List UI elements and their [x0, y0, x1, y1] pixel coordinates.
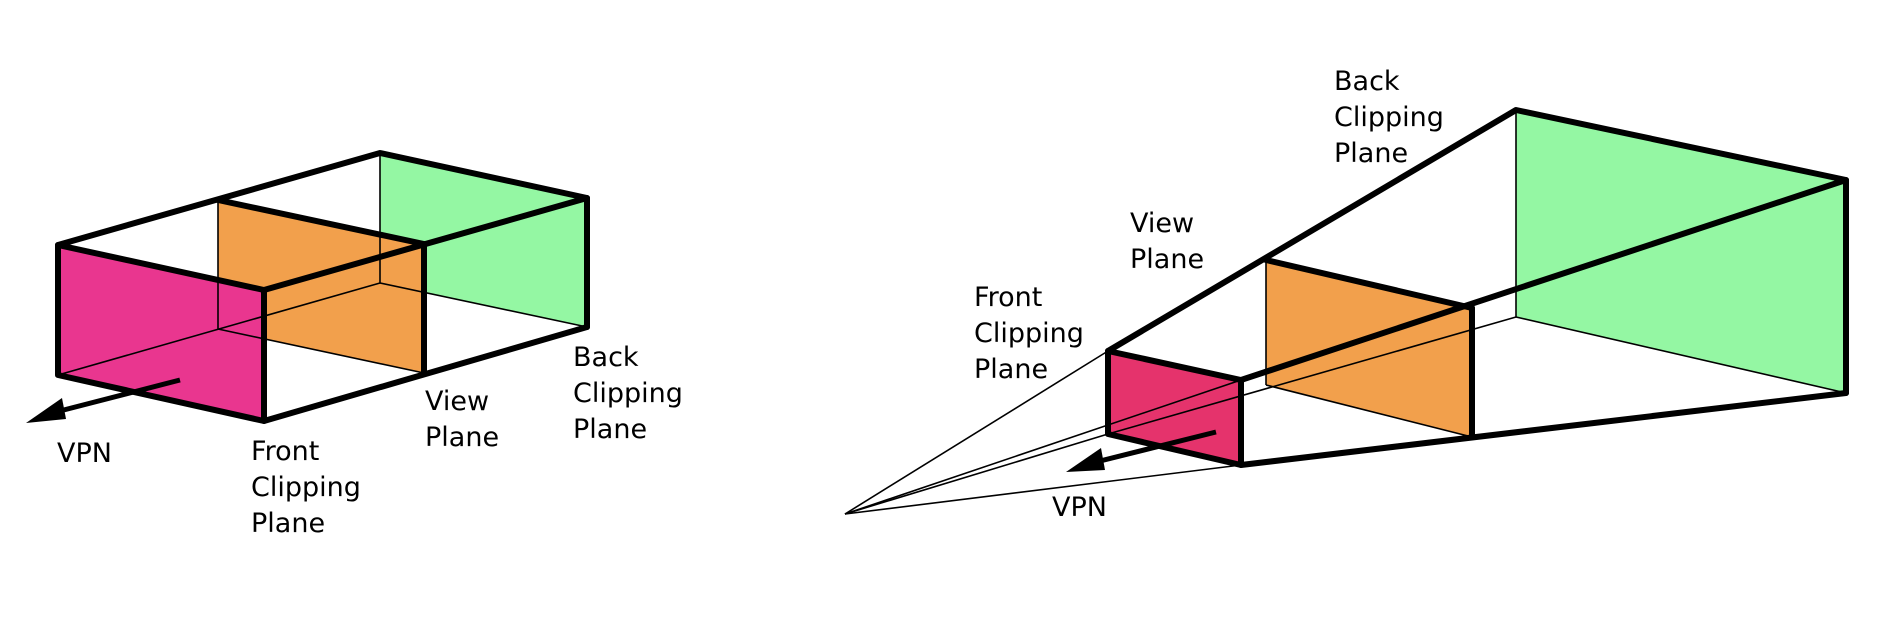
- parallel-vpn-label: VPN: [57, 438, 112, 469]
- perspective-view-plane: [1266, 260, 1472, 437]
- perspective-projector-line: [844, 379, 1242, 515]
- parallel-vpn-arrow-shaft: [51, 377, 181, 416]
- perspective-back-label: Back Clipping Plane: [1334, 66, 1452, 169]
- parallel-front-clipping-plane: [58, 245, 264, 421]
- perspective-vpn-label: VPN: [1052, 492, 1107, 523]
- perspective-vpn-arrow-shaft: [1091, 429, 1217, 466]
- perspective-vpn-arrowhead: [1066, 448, 1105, 472]
- perspective-bottom-edge: [1238, 390, 1849, 468]
- perspective-view-volume: VPN Front Clipping Plane View Plane Back…: [844, 66, 1849, 523]
- perspective-back-clipping-plane: [1516, 110, 1846, 393]
- parallel-front-label: Front Clipping Plane: [251, 436, 369, 539]
- parallel-hidden-edge: [379, 282, 588, 328]
- parallel-view-volume: VPN Front Clipping Plane View Plane Back…: [26, 150, 691, 539]
- parallel-view-plane: [218, 200, 424, 373]
- perspective-hidden-edge: [1515, 316, 1847, 394]
- parallel-view-label: View Plane: [425, 386, 499, 453]
- parallel-back-clipping-plane: [380, 153, 587, 327]
- perspective-hidden-edge: [1107, 316, 1517, 435]
- perspective-top-edge: [1105, 107, 1849, 383]
- parallel-top-divider: [215, 197, 427, 247]
- parallel-bottom-edge: [261, 324, 590, 424]
- perspective-projector-line: [844, 350, 1109, 515]
- parallel-view-plane-edge: [217, 328, 425, 374]
- parallel-back-label: Back Clipping Plane: [573, 342, 691, 445]
- parallel-vpn-arrowhead: [26, 398, 66, 423]
- perspective-top-divider: [1263, 257, 1475, 311]
- perspective-front-label: Front Clipping Plane: [974, 282, 1092, 385]
- perspective-projector-line: [844, 433, 1109, 515]
- perspective-view-label: View Plane: [1130, 208, 1204, 275]
- perspective-view-plane-edge: [1265, 384, 1473, 438]
- perspective-projector-line: [844, 464, 1242, 515]
